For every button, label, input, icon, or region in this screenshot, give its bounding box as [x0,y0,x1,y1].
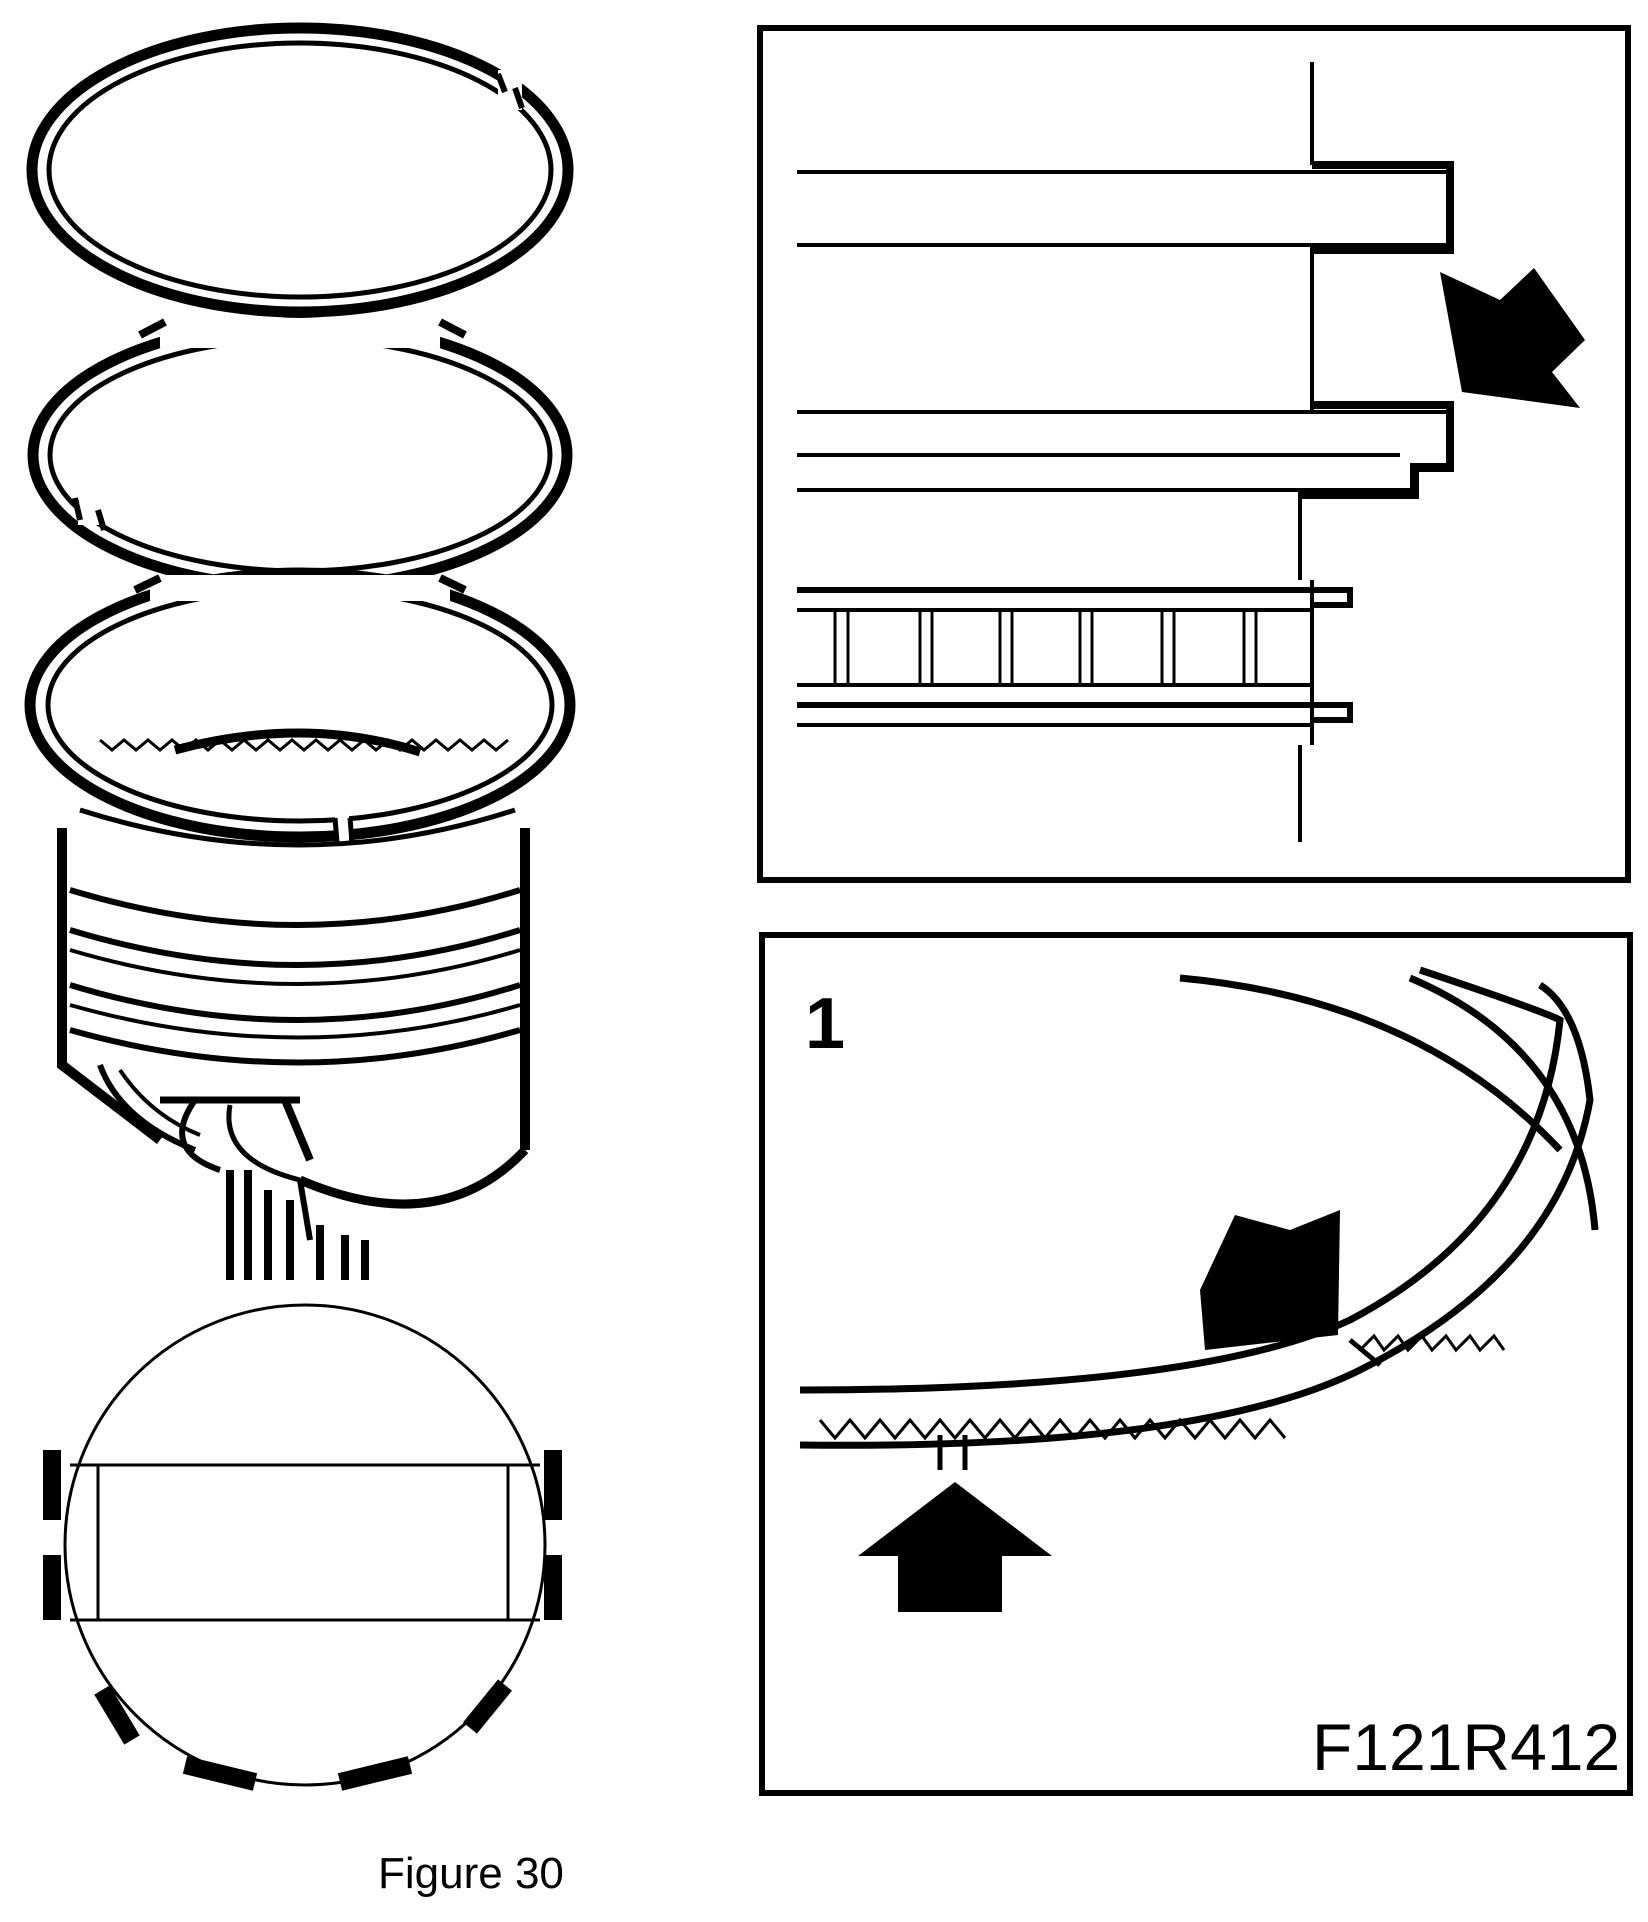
second-compression-ring [27,317,573,593]
figure-caption: Figure 30 [378,1849,564,1898]
ring-groove-section-detail [757,25,1631,883]
piston-crown-top-view [43,1303,562,1791]
reference-code: F121R412 [1312,1710,1620,1784]
oil-ring-gap-detail [759,932,1633,1796]
top-compression-ring [26,22,574,318]
oil-control-ring [24,567,576,845]
piston [57,807,530,1280]
inset-number: 1 [805,984,845,1064]
piston-top-arc [173,728,422,757]
arrow-down-left-icon [1200,1210,1340,1350]
arrow-down-left-icon [1440,268,1585,408]
arrow-up-icon [858,1482,1052,1612]
